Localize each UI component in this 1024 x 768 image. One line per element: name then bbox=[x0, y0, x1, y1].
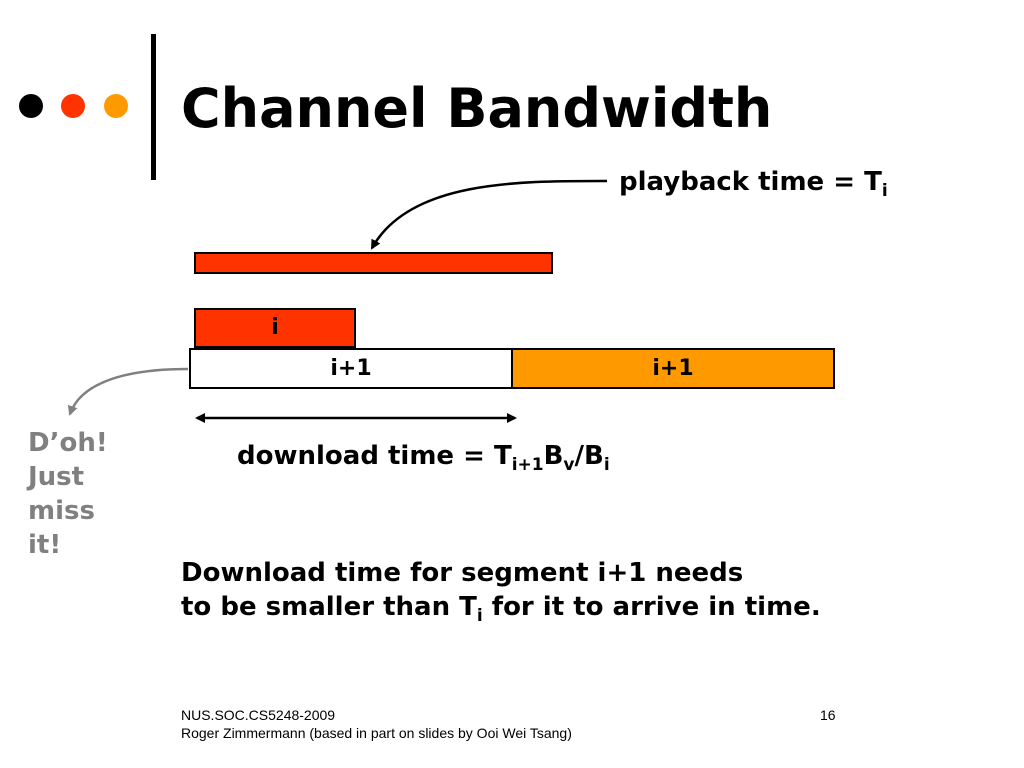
doh-line-3: miss bbox=[28, 496, 95, 526]
playback-bar bbox=[194, 252, 553, 274]
segment-next-label: i+1 bbox=[330, 356, 372, 381]
slide-title: Channel Bandwidth bbox=[181, 77, 773, 140]
segment-next-playback-bar: i+1 bbox=[511, 348, 835, 389]
playback-time-label: playback time = Ti bbox=[619, 167, 888, 201]
bullet-dot-black bbox=[19, 94, 43, 118]
playback-arrow bbox=[370, 179, 608, 250]
doh-line-4: it! bbox=[28, 530, 62, 560]
download-time-label: download time = Ti+1Bv/Bi bbox=[237, 441, 610, 475]
note-line-1: Download time for segment i+1 needs bbox=[181, 558, 744, 588]
doh-line-2: Just bbox=[28, 462, 85, 492]
slide-footer: NUS.SOC.CS5248-2009 Roger Zimmermann (ba… bbox=[181, 706, 572, 742]
segment-next-download-bar: i+1 bbox=[189, 348, 513, 389]
note-line-2: to be smaller than Ti for it to arrive i… bbox=[181, 592, 821, 626]
segment-i-bar: i bbox=[194, 308, 356, 348]
footer-course: NUS.SOC.CS5248-2009 bbox=[181, 707, 336, 723]
doh-arrow bbox=[67, 367, 189, 416]
segment-next-label-2: i+1 bbox=[652, 356, 694, 381]
page-number: 16 bbox=[820, 707, 836, 723]
footer-author: Roger Zimmermann (based in part on slide… bbox=[181, 725, 572, 741]
doh-line-1: D’oh! bbox=[28, 428, 108, 458]
bullet-dot-red bbox=[61, 94, 85, 118]
title-divider bbox=[151, 34, 156, 180]
conclusion-note: Download time for segment i+1 needs to b… bbox=[181, 556, 821, 626]
doh-text: D’oh! Just miss it! bbox=[28, 426, 108, 562]
bullet-dot-orange bbox=[104, 94, 128, 118]
segment-i-label: i bbox=[271, 315, 279, 340]
